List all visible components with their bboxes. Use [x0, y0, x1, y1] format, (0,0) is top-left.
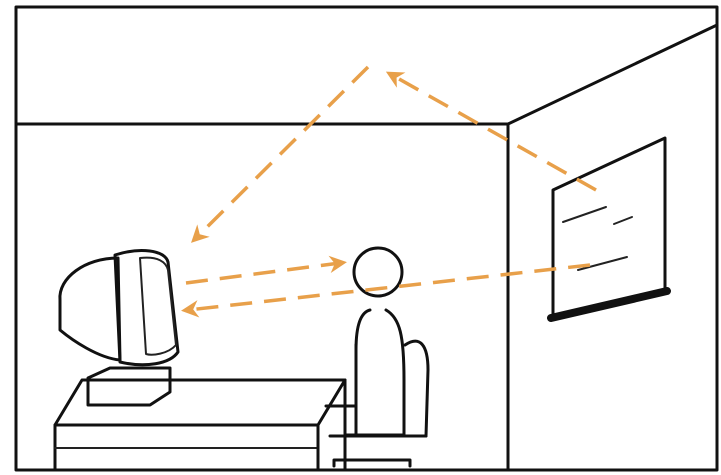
- seated-person: [326, 248, 404, 435]
- crt-monitor: [60, 251, 178, 405]
- monitor-stand: [88, 368, 170, 405]
- right-wall-ceiling-edge: [508, 25, 717, 124]
- chair-back: [405, 341, 428, 436]
- window-glare-mark-3: [578, 257, 627, 270]
- desk-top: [55, 380, 345, 425]
- window-sill: [551, 291, 667, 318]
- light-reflection-rays: [186, 67, 596, 310]
- ray-monitor-to-person: [186, 263, 340, 283]
- window-glare-mark-1: [563, 207, 606, 222]
- room-outline: [16, 7, 717, 470]
- window-pane: [553, 138, 665, 316]
- person-torso: [356, 310, 370, 435]
- ray-ceiling-to-monitor: [196, 67, 368, 238]
- ray-window-to-monitor: [188, 265, 590, 310]
- window-glare-mark-2: [614, 217, 632, 224]
- person-arm: [326, 345, 356, 406]
- ray-window-to-ceiling: [392, 75, 596, 190]
- monitor-back-casing: [60, 258, 120, 360]
- wall-window: [551, 138, 667, 318]
- desk: [55, 380, 345, 470]
